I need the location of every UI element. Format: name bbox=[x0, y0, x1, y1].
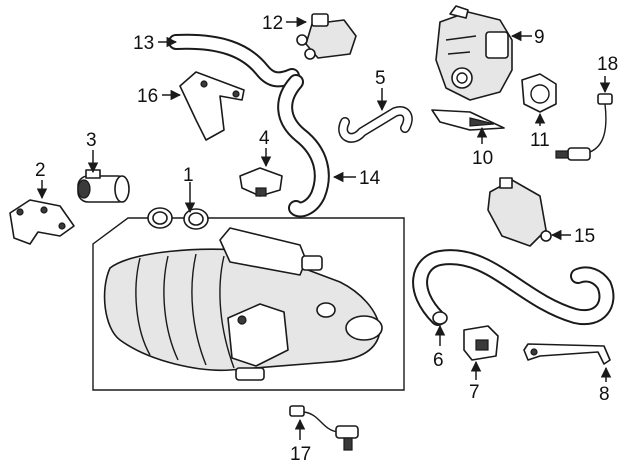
callout-6: 6 bbox=[433, 350, 444, 371]
callout-4: 4 bbox=[259, 128, 270, 149]
leaders bbox=[36, 16, 612, 440]
callout-8: 8 bbox=[599, 384, 610, 405]
callout-2: 2 bbox=[35, 160, 46, 181]
callout-1: 1 bbox=[183, 165, 194, 186]
callout-9: 9 bbox=[534, 27, 545, 48]
part-11-gasket-ring bbox=[521, 73, 557, 113]
callout-14: 14 bbox=[359, 168, 381, 189]
callout-labels: 1 2 3 4 5 6 7 8 9 10 11 12 13 14 15 16 1… bbox=[35, 13, 618, 465]
part-4-sensor bbox=[239, 167, 283, 197]
part-6-hose bbox=[412, 249, 615, 326]
part-9-valve bbox=[435, 5, 513, 101]
callout-18: 18 bbox=[597, 54, 618, 75]
part-10-gasket bbox=[431, 109, 505, 131]
part-2-bracket bbox=[9, 199, 75, 245]
part-5-vacuum-hose bbox=[338, 106, 413, 143]
part-18-oxygen-sensor bbox=[555, 93, 613, 161]
callout-7: 7 bbox=[469, 382, 480, 403]
part-8-strap bbox=[523, 343, 611, 365]
part-14-hose bbox=[277, 74, 330, 218]
callout-11: 11 bbox=[530, 130, 550, 151]
part-16-bracket bbox=[179, 71, 245, 141]
part-15-actuator bbox=[487, 177, 552, 247]
part-17-oxygen-sensor bbox=[289, 405, 359, 451]
callout-10: 10 bbox=[472, 148, 493, 169]
part-1-canister-assembly bbox=[92, 207, 405, 391]
part-3-solenoid bbox=[77, 169, 130, 203]
callout-12: 12 bbox=[262, 13, 283, 34]
callout-17: 17 bbox=[290, 444, 311, 465]
callout-3: 3 bbox=[86, 130, 97, 151]
part-13-hose bbox=[168, 33, 300, 88]
part-7-connector bbox=[463, 325, 499, 361]
part-12-solenoid-valve bbox=[296, 13, 357, 60]
callout-5: 5 bbox=[375, 68, 386, 89]
callout-16: 16 bbox=[137, 86, 158, 107]
callout-15: 15 bbox=[574, 226, 595, 247]
callout-13: 13 bbox=[133, 33, 154, 54]
